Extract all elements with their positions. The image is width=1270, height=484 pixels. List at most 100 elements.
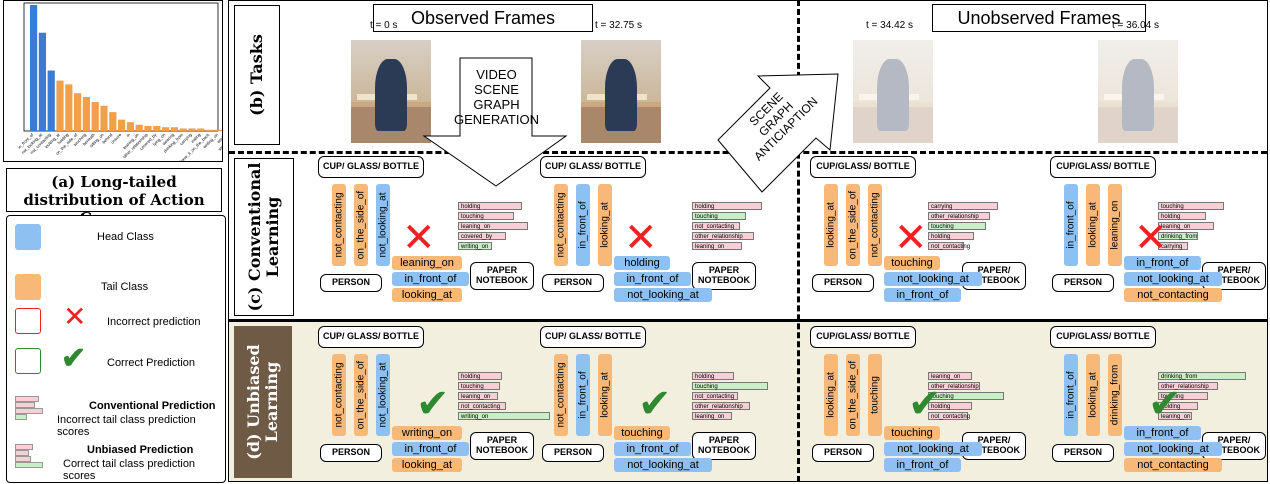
- chart-caption-line1: (a) Long-tailed: [51, 173, 177, 191]
- check-icon: ✔: [638, 381, 672, 427]
- chart-bar: [197, 128, 205, 131]
- horizontal-relation-conv-2-2: in_front_of: [884, 288, 961, 302]
- object-node-unb-2: CUP/GLASS/ BOTTLE: [810, 326, 916, 348]
- check-icon: ✔: [416, 381, 450, 427]
- horizontal-relation-conv-0-0: leaning_on: [392, 256, 462, 270]
- unb-pred-desc: Correct tail class prediction scores: [63, 458, 196, 482]
- unbiased-mini-bars-icon: [15, 442, 43, 470]
- tasks-row-label: (b) Tasks: [247, 34, 266, 116]
- horizontal-relation-conv-0-2: looking_at: [392, 288, 462, 302]
- object-node-conv-0: CUP/ GLASS/ BOTTLE: [318, 156, 424, 178]
- prediction-bar-conv-0-3: covered_by: [458, 232, 506, 240]
- time-label-0: t = 0 s: [370, 20, 398, 31]
- cross-icon: ✕: [894, 215, 928, 261]
- prediction-bar-unb-1-1: touching: [692, 382, 768, 390]
- person-node-unb-2: PERSON: [812, 444, 874, 462]
- vertical-relation-unb-3-2: drinking_from: [1108, 354, 1122, 436]
- prediction-bar-unb-3-2: touching: [1158, 392, 1208, 400]
- prediction-bar-unb-0-1: touching: [458, 382, 500, 390]
- cross-icon: ✕: [63, 301, 87, 332]
- incorrect-swatch: [15, 308, 41, 334]
- person-node-conv-0: PERSON: [320, 274, 382, 292]
- prediction-bar-conv-1-0: holding: [692, 202, 762, 210]
- object-node-conv-2: CUP/GLASS/ BOTTLE: [810, 156, 916, 178]
- horizontal-relation-unb-3-1: not_looking_at: [1124, 442, 1222, 456]
- chart-bar: [109, 112, 117, 131]
- vertical-relation-conv-3-0: in_front_of: [1064, 184, 1078, 266]
- prediction-bar-unb-3-3: holding: [1158, 402, 1198, 410]
- vertical-relation-unb-0-2: not_looking_at: [376, 354, 390, 436]
- prediction-bar-conv-3-1: holding: [1158, 212, 1206, 220]
- time-label-2: t = 34.42 s: [866, 20, 913, 31]
- paper-node-unb-0: PAPER NOTEBOOK: [470, 432, 534, 460]
- prediction-bar-unb-3-1: other_relationship: [1158, 382, 1218, 390]
- prediction-bar-conv-2-4: not_contacting: [928, 242, 970, 250]
- horizontal-relation-unb-1-1: in_front_of: [614, 442, 691, 456]
- prediction-bar-conv-0-1: touching: [458, 212, 514, 220]
- vertical-relation-conv-3-1: looking_at: [1086, 184, 1100, 266]
- prediction-bar-unb-2-1: other_relationship: [928, 382, 980, 390]
- chart-bar: [162, 127, 170, 131]
- paper-node-unb-1: PAPER NOTEBOOK: [692, 432, 756, 460]
- person-node-conv-1: PERSON: [542, 274, 604, 292]
- tail-class-label: Tail Class: [101, 281, 149, 293]
- chart-tick-label: in: [125, 132, 131, 138]
- long-tail-bar-chart: in_front_ofnot_looking_atnot_contactingl…: [17, 2, 240, 164]
- chart-bar: [74, 93, 82, 131]
- tail-class-swatch: [15, 274, 41, 300]
- vertical-relation-unb-1-1: in_front_of: [576, 354, 590, 436]
- main-figure-border: [228, 0, 1268, 482]
- prediction-bar-unb-2-2: touching: [928, 392, 1004, 400]
- person-node-unb-1: PERSON: [542, 444, 604, 462]
- time-label-1: t = 32.75 s: [595, 20, 642, 31]
- vsgg-arrow-shape: [422, 57, 568, 187]
- chart-bar: [179, 128, 187, 131]
- chart-caption: (a) Long-tailed distribution of Action G…: [6, 168, 222, 227]
- horizontal-relation-unb-2-0: touching: [884, 426, 940, 440]
- paper-node-conv-1: PAPER NOTEBOOK: [692, 262, 756, 290]
- vertical-relation-unb-1-0: not_contacting: [554, 354, 568, 436]
- prediction-bar-conv-2-3: holding: [928, 232, 974, 240]
- horizontal-relation-conv-3-0: in_front_of: [1124, 256, 1201, 270]
- chart-bar: [170, 127, 178, 131]
- video-frame-3: [1098, 40, 1178, 143]
- prediction-bar-conv-0-4: writing_on: [458, 242, 492, 250]
- horizontal-relation-conv-0-1: in_front_of: [392, 272, 469, 286]
- vertical-relation-conv-1-2: looking_at: [598, 184, 612, 266]
- prediction-bar-unb-0-4: writing_on: [458, 412, 550, 420]
- chart-bar: [144, 125, 152, 131]
- prediction-bar-unb-0-0: holding: [458, 372, 502, 380]
- vertical-relation-conv-0-1: on_the_side_of: [354, 184, 368, 266]
- vertical-relation-unb-2-2: touching: [868, 354, 882, 436]
- horizontal-relation-unb-0-0: writing_on: [392, 426, 462, 440]
- prediction-bar-unb-2-0: leaning_on: [928, 372, 972, 380]
- horizontal-relation-conv-3-1: not_looking_at: [1124, 272, 1222, 286]
- correct-label: Correct Prediction: [107, 357, 196, 369]
- video-frame-1: [581, 40, 661, 143]
- chart-bar: [188, 128, 196, 131]
- chart-bar: [56, 80, 64, 131]
- time-label-3: t = 36.04 s: [1112, 20, 1159, 31]
- prediction-bar-conv-2-2: touching: [928, 222, 986, 230]
- video-frame-2: [853, 40, 933, 143]
- vertical-relation-unb-2-0: looking_at: [824, 354, 838, 436]
- horizontal-relation-conv-3-2: not_contacting: [1124, 288, 1222, 302]
- unobserved-frames-title: Unobserved Frames: [932, 4, 1146, 32]
- person-node-conv-3: PERSON: [1052, 274, 1114, 292]
- prediction-bar-conv-1-3: other_relationship: [692, 232, 754, 240]
- vertical-relation-unb-0-1: on_the_side_of: [354, 354, 368, 436]
- prediction-bar-conv-1-2: not_contacting: [692, 222, 740, 230]
- vertical-relation-conv-1-1: in_front_of: [576, 184, 590, 266]
- object-node-conv-3: CUP/GLASS/ BOTTLE: [1050, 156, 1156, 178]
- vertical-relation-conv-2-1: on_the_side_of: [846, 184, 860, 266]
- legend-panel: Head Class Tail Class ✕ Incorrect predic…: [6, 215, 226, 483]
- horizontal-relation-conv-1-1: in_front_of: [614, 272, 691, 286]
- person-node-unb-3: PERSON: [1052, 444, 1114, 462]
- chart-bar: [38, 32, 46, 131]
- video-frame-0: [351, 40, 431, 143]
- prediction-bar-unb-1-4: leaning_on: [692, 412, 732, 420]
- prediction-bar-conv-2-1: other_relationship: [928, 212, 990, 220]
